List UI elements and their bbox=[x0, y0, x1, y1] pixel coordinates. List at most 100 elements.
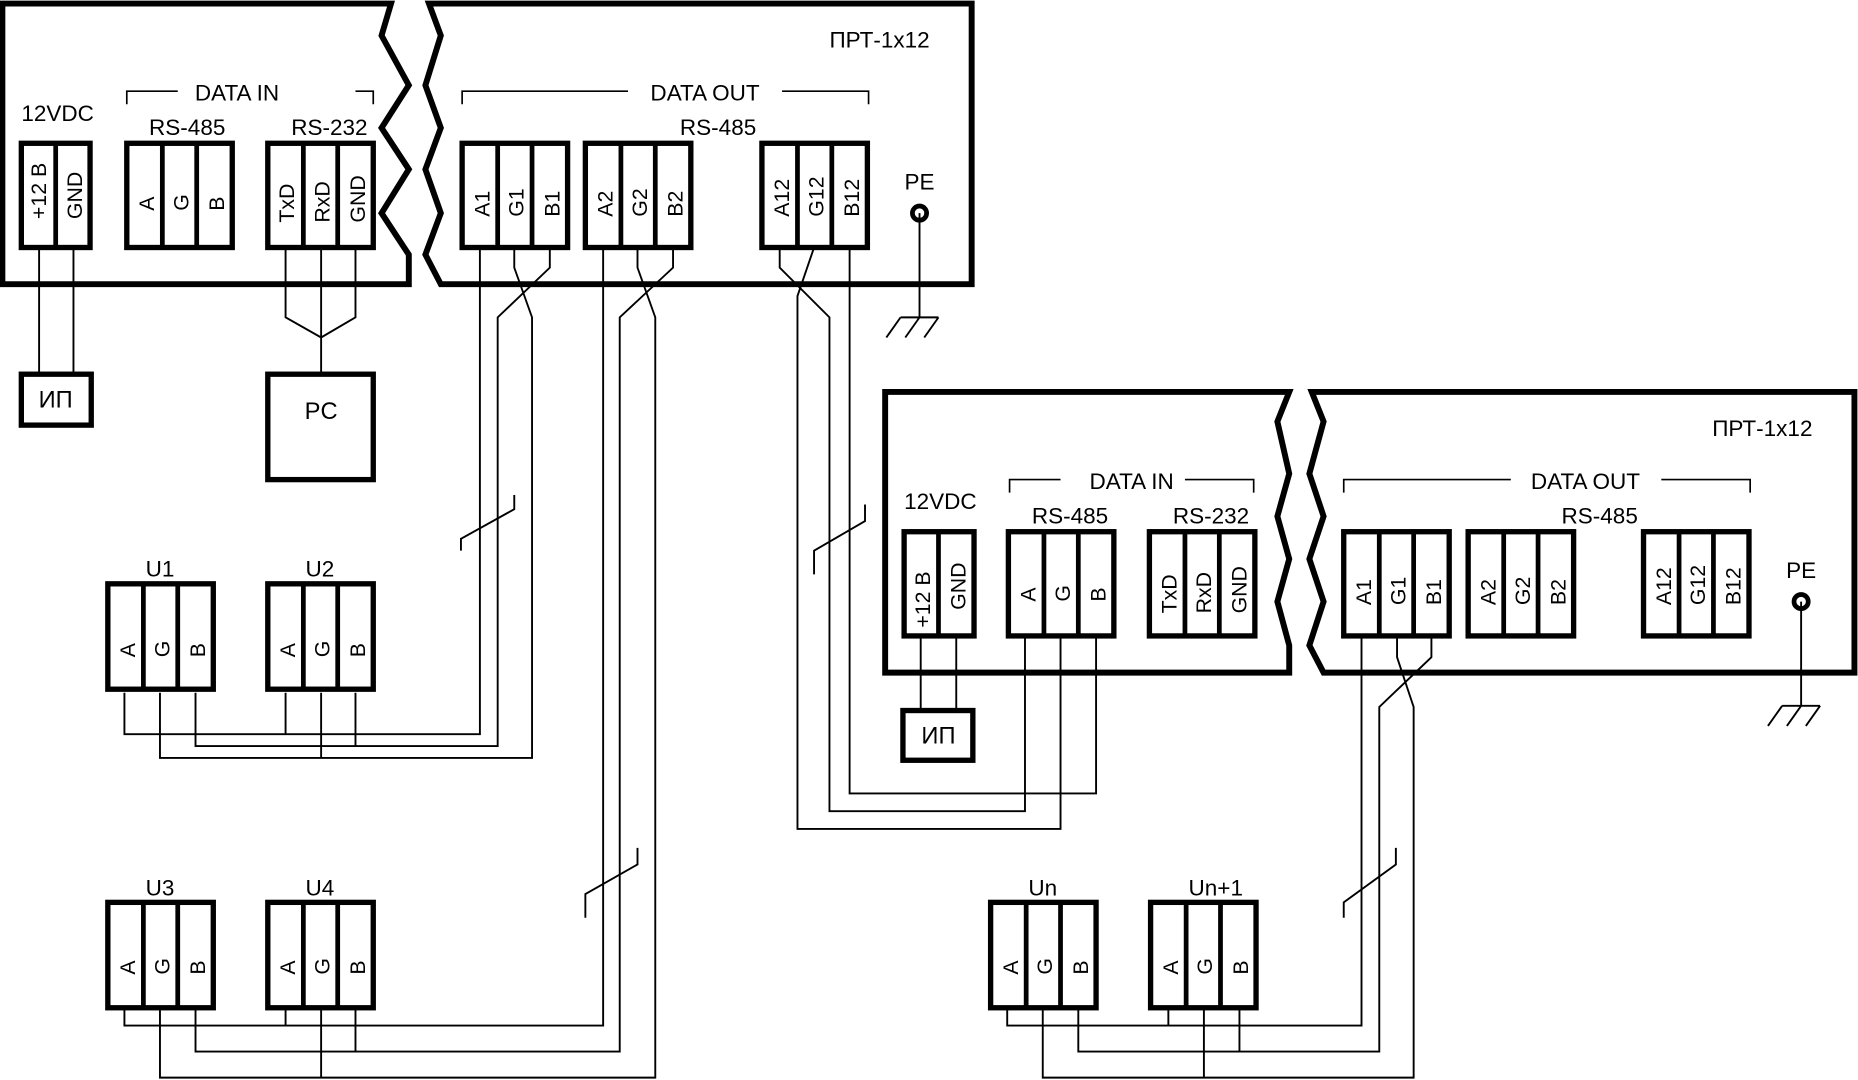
device-2-model: ПРТ-1x12 bbox=[1712, 416, 1812, 441]
device-2-rs485-label: RS-485 bbox=[1032, 503, 1108, 528]
pin-label: +12 В bbox=[27, 163, 51, 219]
pin-label: TxD bbox=[275, 184, 299, 223]
pin-label: A12 bbox=[770, 179, 794, 217]
device-2-housing-left bbox=[882, 389, 1294, 676]
device-2-power-terminal: +12 В GND bbox=[901, 529, 977, 639]
pin-label: A bbox=[1017, 587, 1041, 602]
bus-port-12 bbox=[778, 247, 1098, 830]
pin-label: G bbox=[1051, 585, 1075, 602]
unit-U3: U3 A G B bbox=[105, 875, 216, 1011]
pin-label: +12 В bbox=[911, 571, 935, 627]
pin-label: B2 bbox=[664, 191, 688, 217]
pin-label: B bbox=[186, 643, 210, 657]
device-1-power-terminal: +12 В GND bbox=[18, 140, 93, 251]
device-2-rs232-terminal: TxD RxD GND bbox=[1146, 529, 1258, 639]
device-2-out-port-12: A12 G12 B12 bbox=[1640, 529, 1752, 639]
pin-label: G bbox=[1193, 958, 1217, 975]
device-2-rs485-in-terminal: A G B bbox=[1005, 529, 1117, 639]
pin-label: G2 bbox=[1511, 577, 1535, 605]
device-1-pe-label: PE bbox=[905, 169, 935, 194]
pin-label: B bbox=[1069, 960, 1093, 974]
unit-Un: Un A G B bbox=[987, 875, 1099, 1011]
pin-label: G1 bbox=[1386, 577, 1410, 605]
pin-label: B bbox=[186, 960, 210, 974]
pin-label: GND bbox=[1228, 566, 1252, 613]
pc-box: PC bbox=[265, 371, 376, 483]
pin-label: GND bbox=[947, 563, 971, 610]
pin-label: A bbox=[999, 960, 1023, 975]
power-wires-1 bbox=[38, 247, 75, 375]
device-1-housing-left bbox=[0, 0, 413, 288]
device-2-housing-right bbox=[1306, 389, 1858, 676]
pin-label: G2 bbox=[628, 188, 652, 216]
device-1-out-port-1: A1 G1 B1 bbox=[459, 140, 571, 251]
pin-label: A1 bbox=[470, 191, 494, 217]
power-wires-2 bbox=[919, 635, 958, 711]
device-2: ПРТ-1x12 12VDC +12 В GND DATA IN RS-485 … bbox=[882, 389, 1858, 727]
pin-label: TxD bbox=[1158, 574, 1182, 613]
unit-U2: U2 A G B bbox=[265, 557, 376, 692]
unit-label: U3 bbox=[146, 875, 175, 900]
pin-label: A2 bbox=[1476, 579, 1500, 605]
pin-label: B bbox=[346, 643, 370, 657]
device-2-out-port-1: A1 G1 B1 bbox=[1341, 529, 1452, 639]
pin-label: B bbox=[1087, 587, 1111, 601]
ground-icon bbox=[885, 213, 940, 339]
pin-label: A1 bbox=[1352, 579, 1376, 605]
bus-device-2-port-1 bbox=[1006, 635, 1433, 1079]
pin-label: B bbox=[1229, 960, 1253, 974]
device-1-out-port-2: A2 G2 B2 bbox=[582, 140, 694, 251]
device-2-data-in-label: DATA IN bbox=[1090, 469, 1174, 494]
device-1: ПРТ-1x12 12VDC +12 В GND DATA IN RS-485 … bbox=[0, 0, 975, 339]
unit-label: Un+1 bbox=[1189, 875, 1243, 900]
pin-label: A2 bbox=[594, 191, 618, 217]
unit-Un-plus-1: Un+1 A G B bbox=[1147, 875, 1259, 1011]
bus-port-2 bbox=[123, 247, 674, 1079]
pin-label: A bbox=[1159, 960, 1183, 975]
pin-label: B12 bbox=[1722, 567, 1746, 605]
device-2-pe-label: PE bbox=[1786, 558, 1816, 583]
pin-label: RxD bbox=[1192, 572, 1216, 613]
pin-label: B bbox=[346, 960, 370, 974]
device-1-rs232-terminal: TxD RxD GND bbox=[265, 140, 376, 251]
device-1-data-in-label: DATA IN bbox=[195, 81, 279, 106]
device-1-data-out-sublabel: RS-485 bbox=[680, 115, 756, 140]
pin-label: A bbox=[276, 642, 300, 657]
pin-label: GND bbox=[346, 175, 370, 222]
pin-label: RxD bbox=[310, 181, 334, 222]
cable-break-marker bbox=[459, 494, 516, 551]
pin-label: G12 bbox=[1686, 565, 1710, 605]
pin-label: G1 bbox=[505, 188, 529, 216]
device-1-data-out-label: DATA OUT bbox=[650, 81, 759, 106]
power-supply-label: ИП bbox=[39, 387, 73, 413]
power-supply-2: ИП bbox=[900, 707, 976, 763]
pin-label: A bbox=[135, 196, 159, 211]
unit-U4: U4 A G B bbox=[265, 875, 376, 1011]
device-1-power-label: 12VDC bbox=[21, 101, 94, 126]
pin-label: A12 bbox=[1652, 567, 1676, 605]
power-supply-label: ИП bbox=[921, 724, 955, 750]
pin-label: G12 bbox=[805, 176, 829, 216]
device-1-housing-right bbox=[422, 0, 975, 288]
pin-label: A bbox=[116, 960, 140, 975]
pin-label: B12 bbox=[840, 179, 864, 217]
bus-port-1 bbox=[123, 247, 551, 759]
data-in-bracket bbox=[1008, 478, 1255, 493]
device-2-data-out-label: DATA OUT bbox=[1531, 469, 1640, 494]
device-1-rs485-in-terminal: A G B bbox=[124, 140, 235, 251]
unit-U1: U1 A G B bbox=[105, 557, 216, 692]
unit-label: U1 bbox=[146, 557, 175, 582]
device-2-data-out-sublabel: RS-485 bbox=[1562, 503, 1638, 528]
data-in-bracket bbox=[125, 90, 375, 105]
pin-label: B1 bbox=[1422, 579, 1446, 605]
pin-label: GND bbox=[63, 172, 87, 219]
pin-label: G bbox=[1033, 958, 1057, 975]
pin-label: G bbox=[150, 641, 174, 658]
device-1-out-port-12: A12 G12 B12 bbox=[759, 140, 871, 251]
pin-label: B2 bbox=[1546, 579, 1570, 605]
pc-label: PC bbox=[305, 399, 338, 425]
device-1-model: ПРТ-1x12 bbox=[829, 27, 929, 52]
device-2-rs232-label: RS-232 bbox=[1173, 503, 1249, 528]
pin-label: A bbox=[276, 960, 300, 975]
